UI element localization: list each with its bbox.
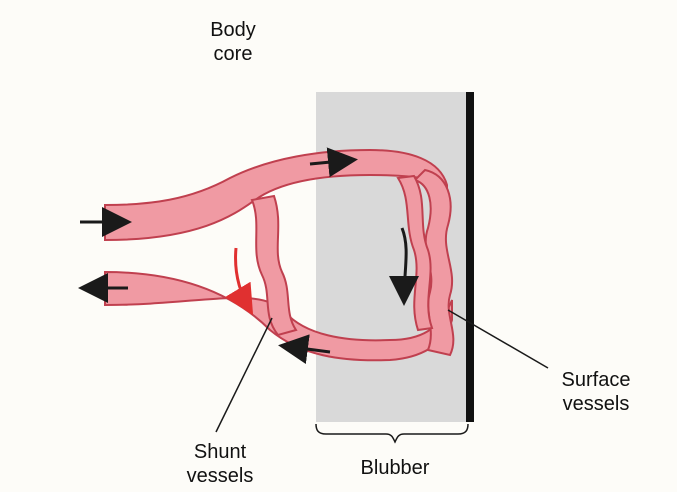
surface-vessels-label-line1: Surface: [546, 368, 646, 392]
body-core-label: Body core: [188, 18, 278, 66]
surface-vessels-label-line2: vessels: [546, 392, 646, 416]
body-core-label-line1: Body: [188, 18, 278, 42]
shunt-vessels-label: Shunt vessels: [170, 440, 270, 488]
blubber-label: Blubber: [340, 456, 450, 480]
skin-surface-bar: [466, 92, 474, 422]
blubber-label-text: Blubber: [340, 456, 450, 480]
surface-vessels-label: Surface vessels: [546, 368, 646, 416]
shunt-vessels-label-line1: Shunt: [170, 440, 270, 464]
shunt-vessels-label-line2: vessels: [170, 464, 270, 488]
body-core-label-line2: core: [188, 42, 278, 66]
